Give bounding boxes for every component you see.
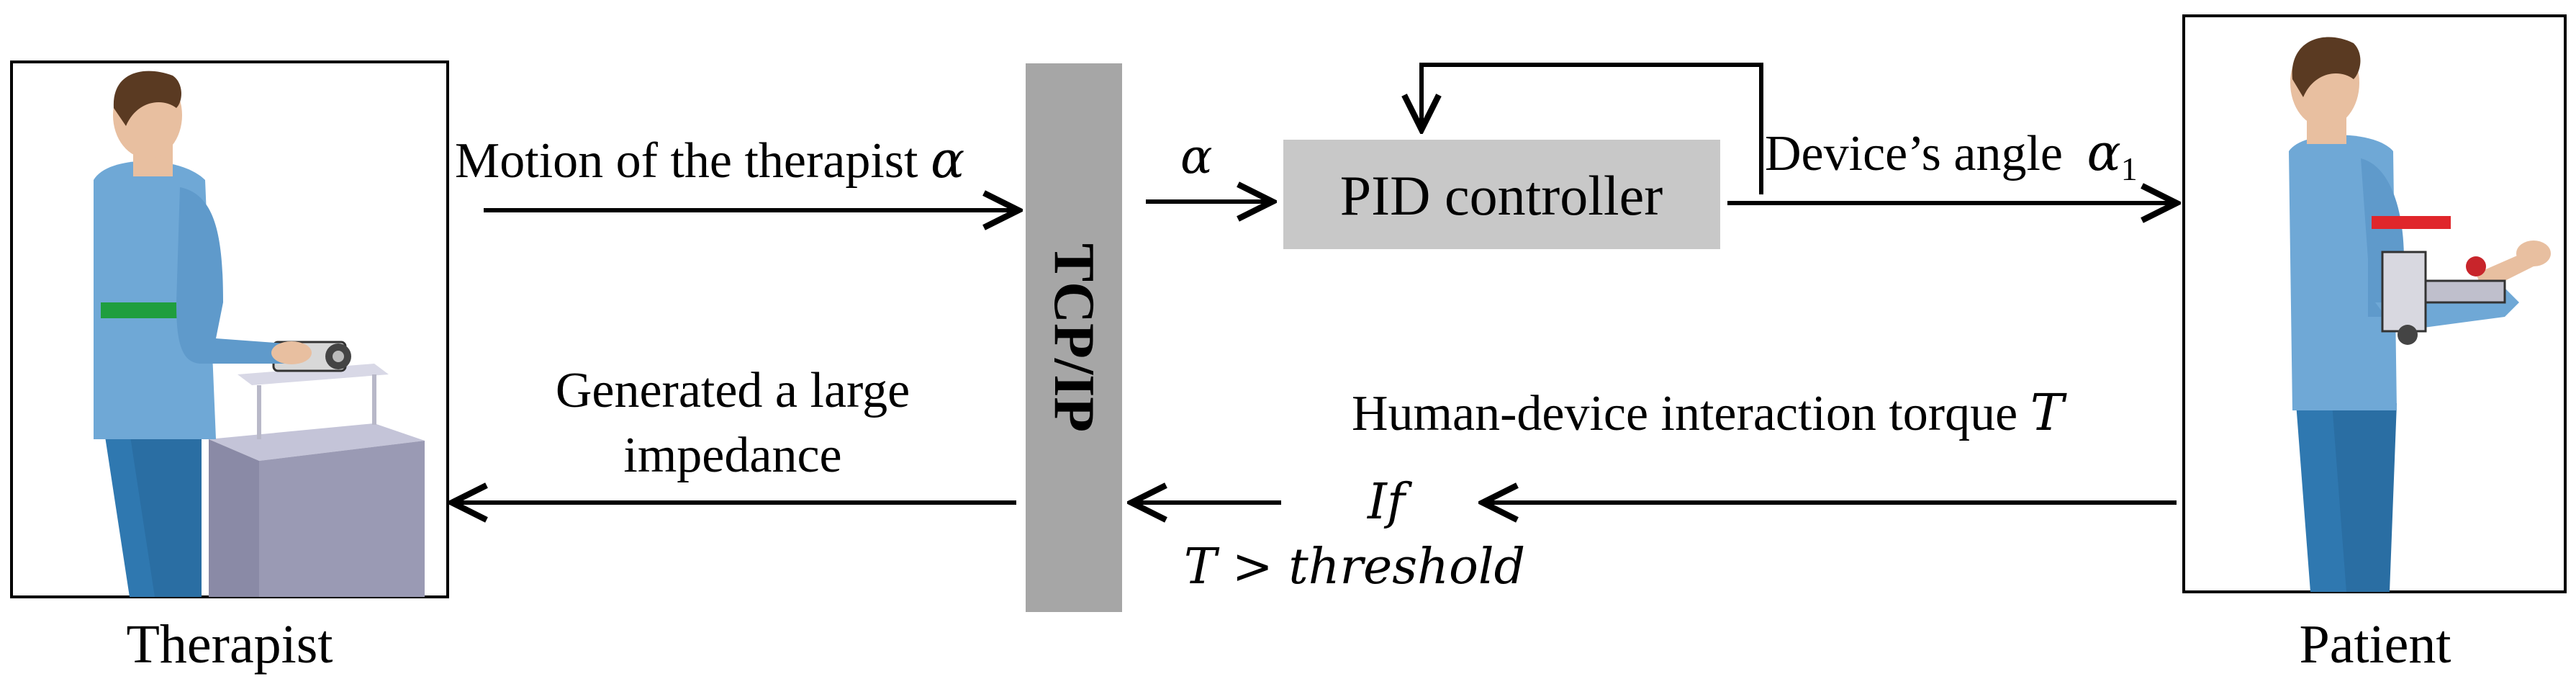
condition-expression-label: T > threshold — [1184, 539, 1525, 595]
therapist-caption: Therapist — [126, 614, 333, 675]
tcp-ip-label: TCP/IP — [1042, 243, 1106, 432]
condition-if-label: If — [1366, 474, 1413, 531]
feedback-loop-arrow — [1422, 63, 1763, 194]
tcp-ip-block — [1026, 63, 1122, 612]
robot-arm-device-icon — [2381, 251, 2506, 345]
impedance-label-line1: Generated a large — [556, 363, 910, 418]
therapist-panel — [10, 60, 449, 598]
pid-controller-block — [1283, 140, 1720, 249]
pid-controller-label: PID controller — [1340, 164, 1663, 227]
torque-label: Human-device interaction torque T — [1352, 383, 2067, 442]
patient-figure-icon — [2289, 37, 2551, 592]
impedance-label-line2: impedance — [623, 428, 841, 483]
table-base — [259, 441, 425, 597]
alpha-label: α — [1180, 129, 1213, 184]
device-angle-label: Device’s angle α1 — [1765, 123, 2138, 187]
therapist-band — [101, 302, 202, 318]
patient-panel — [2182, 14, 2567, 593]
patient-band — [2372, 216, 2451, 229]
patient-caption: Patient — [2299, 614, 2451, 675]
therapist-figure-icon — [94, 71, 425, 597]
motion-label: Motion of the therapist α — [455, 130, 964, 189]
